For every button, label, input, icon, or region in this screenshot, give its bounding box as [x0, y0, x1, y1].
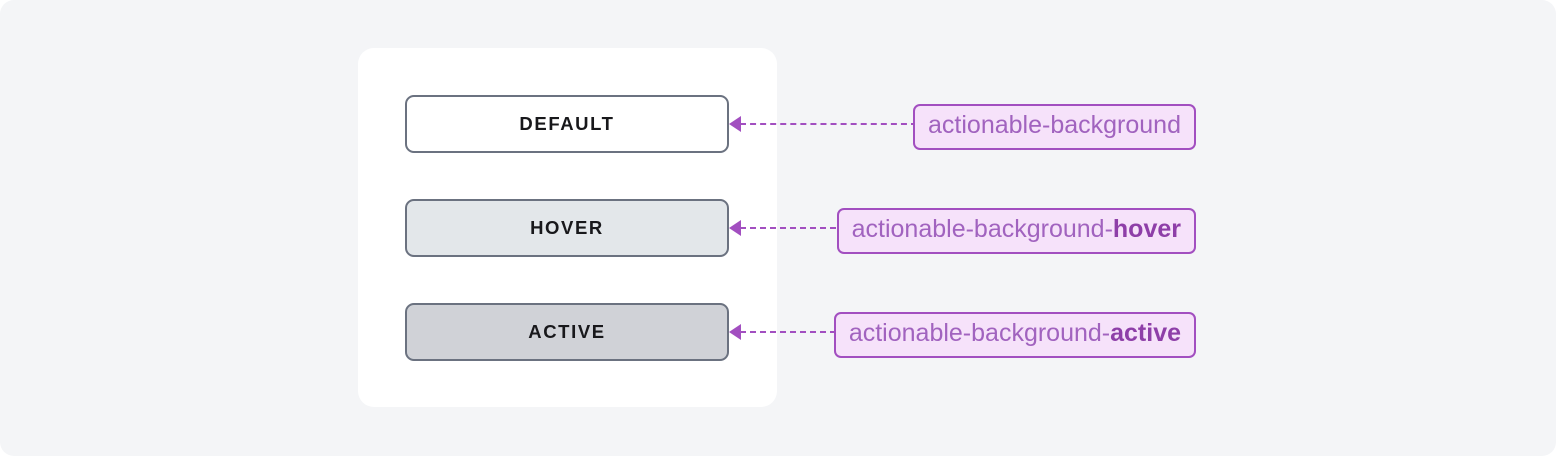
token-chip-default[interactable]: actionable-background: [913, 104, 1196, 150]
token-chip-default-base: actionable-background: [928, 111, 1181, 139]
connector-hover: [729, 220, 836, 236]
arrow-left-icon: [729, 324, 741, 340]
dashed-line: [740, 331, 836, 333]
state-button-hover[interactable]: HOVER: [405, 199, 729, 257]
token-chip-active[interactable]: actionable-background-active: [833, 312, 1196, 358]
token-chip-active-base: actionable-background-: [848, 319, 1111, 347]
token-chip-active-modifier: active: [1110, 319, 1181, 347]
connector-active: [729, 324, 836, 340]
dashed-line: [740, 123, 917, 125]
token-chip-hover[interactable]: actionable-background-hover: [836, 208, 1196, 254]
connector-default: [729, 116, 917, 132]
arrow-left-icon: [729, 116, 741, 132]
token-chip-hover-modifier: hover: [1112, 215, 1181, 243]
state-button-active-label: ACTIVE: [528, 320, 606, 342]
state-button-hover-label: HOVER: [530, 216, 604, 238]
dashed-line: [740, 227, 836, 229]
state-button-default[interactable]: DEFAULT: [405, 95, 729, 153]
state-button-default-label: DEFAULT: [519, 112, 615, 134]
token-chip-hover-base: actionable-background-: [851, 215, 1113, 243]
arrow-left-icon: [729, 220, 741, 236]
state-button-active[interactable]: ACTIVE: [405, 303, 729, 361]
